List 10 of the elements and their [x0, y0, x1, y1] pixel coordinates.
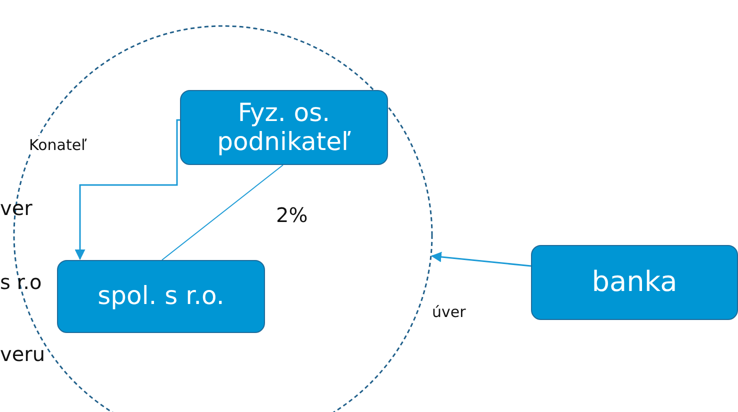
process-box: banka — [531, 245, 738, 320]
text-label: veru — [0, 342, 46, 366]
text-label: ver — [0, 196, 32, 220]
arrow — [74, 119, 180, 260]
text-label: s r.o — [0, 270, 42, 294]
arrow — [430, 252, 532, 267]
edge-label: Konateľ — [27, 136, 89, 154]
process-box: spol. s r.o. — [57, 260, 265, 333]
connector-line — [162, 164, 284, 260]
process-box: Fyz. os. podnikateľ — [180, 90, 388, 165]
